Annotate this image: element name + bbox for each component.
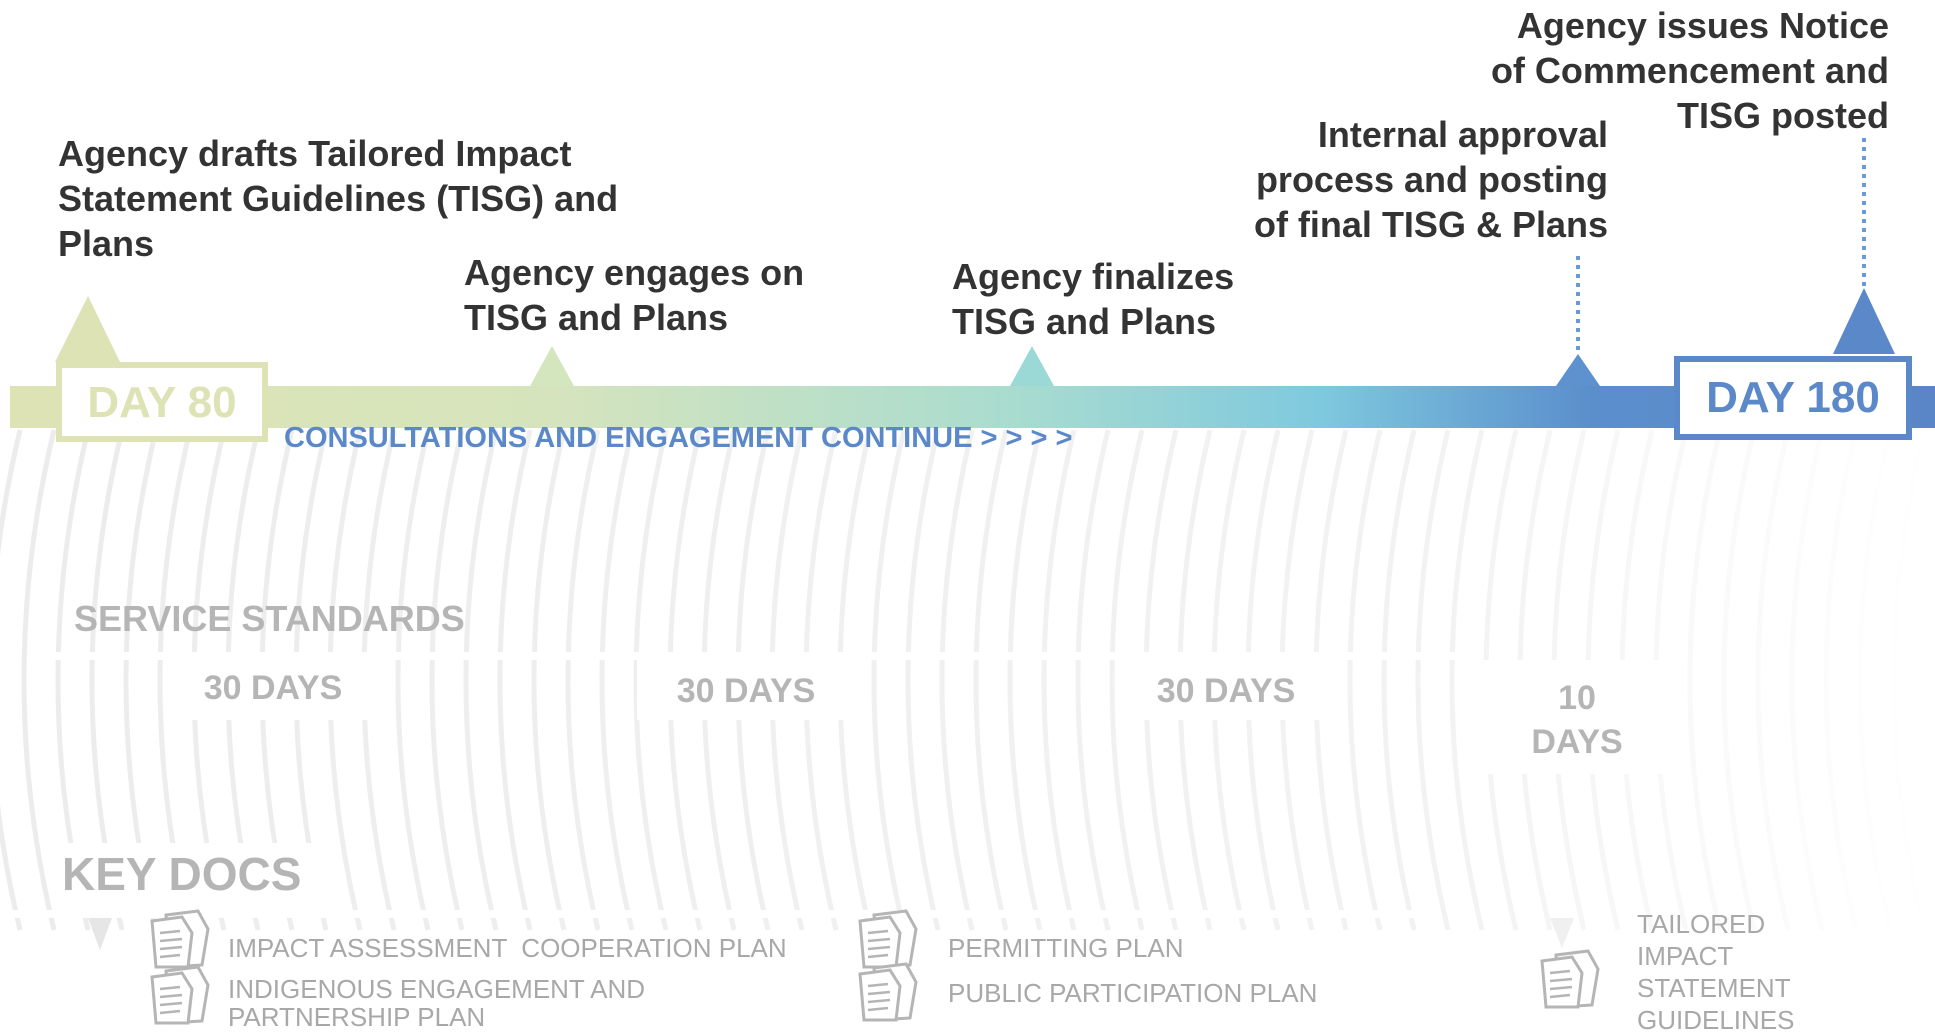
document-stack-icon — [1540, 949, 1600, 1009]
marker-finalizes — [1010, 346, 1054, 386]
marker-engages — [530, 346, 574, 386]
document-stack-icon — [150, 965, 210, 1025]
doc-permitting-plan: PERMITTING PLAN — [948, 933, 1184, 963]
period-3-days: 30 DAYS — [1117, 660, 1335, 720]
document-stack-icon — [150, 909, 210, 969]
marker-day80 — [55, 296, 120, 362]
doc-indigenous-engagement-plan: INDIGENOUS ENGAGEMENT AND PARTNERSHIP PL… — [228, 974, 646, 1032]
doc-public-participation-plan: PUBLIC PARTICIPATION PLAN — [948, 978, 1318, 1008]
milestone-agency-drafts: Agency drafts Tailored Impact Statement … — [58, 133, 619, 264]
marker-internal — [1556, 354, 1600, 386]
milestone-agency-engages: Agency engages on TISG and Plans — [464, 252, 805, 338]
day-180-label: DAY 180 — [1674, 356, 1912, 440]
period-1-days: 30 DAYS — [164, 660, 382, 720]
milestone-agency-finalizes: Agency finalizes TISG and Plans — [952, 256, 1235, 342]
period-2-days: 30 DAYS — [637, 660, 855, 720]
doc-impact-assessment-cooperation-plan: IMPACT ASSESSMENT COOPERATION PLAN — [228, 933, 787, 963]
consultation-text: CONSULTATIONS AND ENGAGEMENT CONTINUE > … — [284, 422, 1073, 454]
document-stack-icon — [858, 962, 918, 1022]
milestone-notice-commencement: Agency issues Notice of Commencement and… — [1490, 5, 1889, 136]
document-stack-icon — [858, 909, 918, 969]
day-80-label: DAY 80 — [56, 362, 268, 442]
milestone-internal-approval: Internal approval process and posting of… — [1253, 114, 1608, 245]
timeline-bar — [10, 386, 1935, 428]
service-standards-title: SERVICE STANDARDS — [74, 598, 465, 639]
marker-notice — [1833, 288, 1895, 354]
key-docs-title: KEY DOCS — [52, 843, 334, 913]
doc-tailored-impact-statement-guidelines: TAILORED IMPACT STATEMENT GUIDELINES — [1637, 909, 1795, 1035]
period-4-days: 10 DAYS — [1482, 660, 1672, 774]
